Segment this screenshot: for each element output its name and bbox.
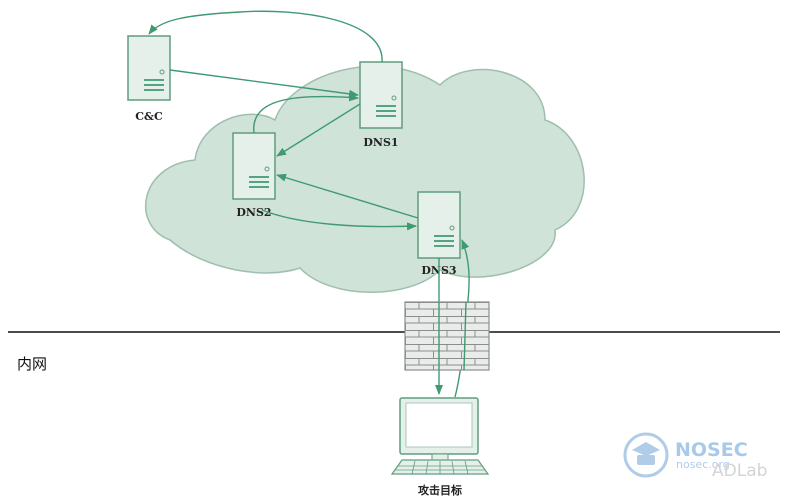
cloud-shape (145, 65, 585, 293)
arrow-cnc-to-dns1 (169, 69, 359, 98)
arrow-target-to-dns3 (454, 239, 470, 398)
node-label-dns2: DNS2 (236, 206, 271, 219)
server-icon-dns3 (417, 191, 461, 259)
arrow-dns3-to-dns2 (276, 173, 419, 219)
node-label-target: 攻击目标 (418, 483, 462, 497)
internal-network-label: 内网 (17, 355, 47, 373)
link-through-firewall-up (463, 301, 467, 371)
watermark-title: NOSEC (675, 439, 748, 461)
watermark-lab: ADLab (712, 461, 767, 481)
server-icon-dns1 (359, 61, 403, 129)
nosec-watermark: NOSEC nosec.org ADLab (623, 432, 767, 481)
node-label-cnc: C&C (135, 110, 163, 123)
arrow-dns2-to-dns3 (261, 209, 417, 231)
computer-icon-target (390, 397, 490, 475)
node-label-dns1: DNS1 (363, 136, 398, 149)
arrow-dns1-to-dns2 (276, 103, 361, 157)
server-icon-cnc (127, 35, 171, 101)
nosec-logo-icon (623, 432, 669, 478)
firewall-icon (404, 301, 490, 371)
arrow-dns2-to-dns1 (253, 93, 359, 134)
watermark-subtitle: nosec.org (676, 458, 730, 471)
server-icon-dns2 (232, 132, 276, 200)
arrow-dns1-to-cnc (148, 10, 383, 63)
